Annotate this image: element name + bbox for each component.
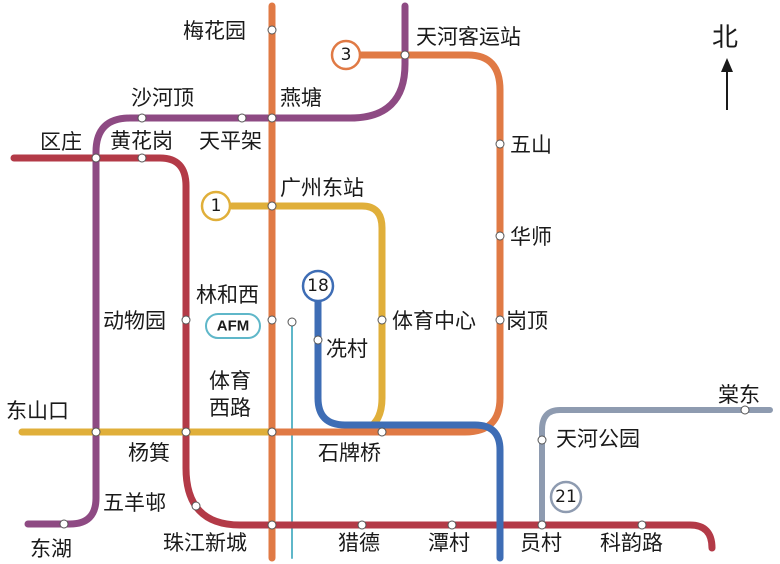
- station-dot[interactable]: [137, 113, 147, 123]
- station-dot[interactable]: [267, 315, 277, 325]
- station-dot[interactable]: [495, 139, 505, 149]
- station-dot[interactable]: [495, 315, 505, 325]
- station-dot[interactable]: [637, 520, 647, 530]
- station-label-guangzhoudongzhan: 广州东站: [280, 176, 364, 200]
- svg-text:3: 3: [341, 45, 352, 65]
- station-dot[interactable]: [191, 501, 201, 511]
- station-dot[interactable]: [237, 113, 247, 123]
- station-label-linhexi: 林和西: [196, 283, 259, 307]
- station-dot[interactable]: [313, 335, 323, 345]
- purple-line: [24, 2, 409, 528]
- station-label-keyunlu: 科韵路: [600, 531, 663, 555]
- station-dot[interactable]: [181, 427, 191, 437]
- blue-line: [314, 294, 504, 562]
- north-arrow-icon: [721, 58, 733, 110]
- station-label-tiyuzhongxin: 体育中心: [392, 309, 476, 333]
- north-indicator: 北: [712, 23, 738, 110]
- station-dot[interactable]: [377, 315, 387, 325]
- line-1-badge[interactable]: 1: [200, 190, 232, 222]
- line-badges: 1 3 18 21 AFM: [200, 39, 583, 514]
- station-label-tianpingjia: 天平架: [199, 129, 262, 153]
- station-label-zhujiangxincheng: 珠江新城: [163, 531, 247, 555]
- station-label-yangji: 杨箕: [128, 441, 170, 465]
- stations-layer: [59, 25, 750, 530]
- station-label-shipaiqiao: 石牌桥: [318, 441, 381, 465]
- station-dot[interactable]: [740, 405, 750, 415]
- station-dot[interactable]: [400, 50, 410, 60]
- station-dot[interactable]: [181, 315, 191, 325]
- station-label-dongshankou: 东山口: [6, 399, 69, 423]
- station-dot[interactable]: [137, 153, 147, 163]
- station-dot[interactable]: [267, 25, 277, 35]
- station-label-yuancun: 员村: [520, 531, 562, 555]
- station-label-tiyuxilu-1: 体育: [209, 369, 251, 393]
- station-dot[interactable]: [267, 427, 277, 437]
- orange-line-branch: [268, 51, 504, 436]
- station-label-tianhegongyuan: 天河公园: [556, 427, 640, 451]
- station-label-dongwuyuan: 动物园: [103, 309, 166, 333]
- line-3-badge[interactable]: 3: [330, 39, 362, 71]
- svg-text:1: 1: [211, 196, 222, 216]
- station-label-quzhuang: 区庄: [40, 130, 82, 154]
- station-label-xiancun: 冼村: [326, 337, 368, 361]
- gray-line: [539, 407, 773, 528]
- station-label-tancun: 潭村: [428, 531, 470, 555]
- north-label: 北: [712, 23, 738, 53]
- station-dot[interactable]: [267, 520, 277, 530]
- station-dot[interactable]: [267, 201, 277, 211]
- station-dot[interactable]: [377, 427, 387, 437]
- station-label-huashi: 华师: [510, 225, 552, 249]
- apm-badge[interactable]: AFM: [205, 313, 261, 339]
- station-label-meihuayuan: 梅花园: [183, 19, 246, 43]
- station-dot[interactable]: [447, 520, 457, 530]
- lines-layer: [10, 2, 773, 562]
- station-dot[interactable]: [287, 317, 297, 327]
- station-dot[interactable]: [537, 520, 547, 530]
- station-label-tangdong: 棠东: [718, 383, 760, 407]
- station-label-huanghuagang: 黄花岗: [110, 129, 173, 153]
- station-dot[interactable]: [59, 519, 69, 529]
- station-label-gangding: 岗顶: [506, 309, 548, 333]
- station-dot[interactable]: [537, 435, 547, 445]
- station-dot[interactable]: [357, 520, 367, 530]
- station-dot[interactable]: [495, 231, 505, 241]
- svg-text:21: 21: [555, 487, 577, 507]
- station-dot[interactable]: [91, 427, 101, 437]
- station-label-dongjiao: 东湖: [30, 537, 72, 561]
- yellow-line: [18, 202, 386, 436]
- svg-text:18: 18: [307, 276, 329, 296]
- station-label-wushan: 五山: [510, 133, 552, 157]
- station-label-shaheding: 沙河顶: [131, 86, 194, 110]
- line-18-badge[interactable]: 18: [301, 269, 335, 303]
- station-label-tiyuxilu-2: 西路: [209, 396, 251, 420]
- station-dot[interactable]: [267, 113, 277, 123]
- line-21-badge[interactable]: 21: [549, 480, 583, 514]
- station-label-liede: 猎德: [338, 531, 380, 555]
- station-label-yantang: 燕塘: [280, 86, 322, 110]
- station-label-wuyangcun: 五羊邨: [103, 491, 166, 515]
- svg-text:AFM: AFM: [217, 318, 250, 335]
- station-labels: 梅花园 天河客运站 沙河顶 燕塘 区庄 黄花岗 天平架 五山 广州东站 华师 林…: [6, 19, 760, 561]
- station-dot[interactable]: [91, 153, 101, 163]
- station-label-tianhekeyunzhan: 天河客运站: [416, 25, 521, 49]
